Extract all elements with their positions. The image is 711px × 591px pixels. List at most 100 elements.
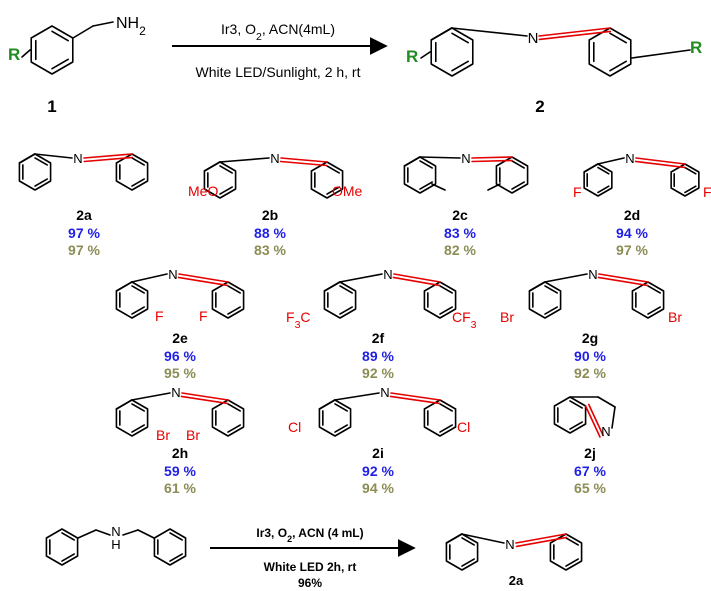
amine-hydrogen: H	[111, 537, 120, 552]
c2d-left-double-bond	[597, 166, 610, 175]
product-imine-nitrogen: N	[528, 30, 539, 47]
c2d-ch2-bond-2	[596, 157, 625, 165]
c2j-ring-bond-3	[611, 406, 616, 429]
bottom-product-right-ring	[549, 533, 583, 571]
imine-nitrogen: N	[461, 151, 470, 166]
compound-2e: N F F 2e 96 % 95 %	[155, 267, 208, 381]
c2j-benzo-ring	[553, 396, 587, 434]
c2e-right-double-bond	[227, 306, 241, 315]
c2f-right-ring	[423, 281, 457, 319]
c2a-right-double-bond	[131, 157, 145, 166]
yield-led: 89 %	[362, 348, 394, 364]
product-r-group-left: R	[406, 47, 418, 66]
compound-id: 2j	[584, 445, 596, 461]
yield-sunlight: 92 %	[574, 365, 606, 381]
compound-2d: N F F 2d 94 % 97 %	[573, 151, 711, 258]
c2f-right-double-bond	[439, 285, 453, 294]
c2h-left-double-bond	[131, 424, 145, 433]
c2b-right-double-bond	[326, 186, 340, 195]
bottom-product-nitrogen: N	[505, 537, 514, 552]
c2b-right-ring	[310, 161, 344, 199]
c2d-imine-bond-2	[634, 160, 686, 169]
c2h-right-ring	[211, 399, 245, 437]
compound-id: 2b	[262, 207, 278, 223]
dibenzylamine-left-double-bond	[61, 532, 75, 541]
product-right-ring	[588, 27, 632, 77]
bottom-product-left-double-bond	[461, 537, 475, 546]
c2a-ch2-bond-2	[33, 153, 73, 159]
bottom-product-left-double-bond	[461, 558, 475, 567]
c2h-imine-bond-2	[180, 395, 229, 405]
compound-id: 2h	[172, 445, 188, 461]
c2d-right-double-bond	[684, 185, 697, 194]
c2i-right-ring	[423, 399, 457, 437]
substituent-left: Br	[156, 427, 170, 443]
c2e-ch2-bond-1	[115, 281, 133, 292]
c2f-right-double-bond	[439, 306, 453, 315]
compound-2i: N Cl Cl 2i 92 % 94 %	[288, 385, 470, 496]
yield-led: 90 %	[574, 348, 606, 364]
c2a-ch2-bond-1	[18, 153, 36, 164]
yield-sunlight: 82 %	[444, 242, 476, 258]
c2c-ch2-bond-2	[418, 156, 461, 159]
c2g-right-double-bond	[647, 306, 661, 315]
imine-nitrogen: N	[171, 385, 180, 400]
yield-sunlight: 95 %	[164, 365, 196, 381]
compound-id: 2a	[76, 207, 92, 223]
c2b-left-double-bond	[219, 186, 233, 195]
c2h-right-double-bond	[227, 403, 241, 412]
c2g-ch2-bond-1	[528, 281, 546, 292]
yield-sunlight: 97 %	[68, 242, 100, 258]
yield-led: 96 %	[164, 348, 196, 364]
product-left-double-bond	[451, 60, 470, 72]
substituent-right: Br	[668, 309, 682, 325]
bottom-conditions-above: Ir3, O2, ACN (4 mL)	[256, 526, 363, 544]
c2f-left-double-bond	[339, 285, 353, 294]
imine-nitrogen: N	[270, 151, 279, 166]
c2g-imine-bond-2	[597, 276, 649, 287]
substituent-left: Cl	[288, 419, 301, 435]
substituent-left: F3C	[286, 309, 311, 331]
product-r-left-bond	[420, 51, 431, 59]
c2c-right-double-bond	[511, 160, 525, 169]
c2g-ch2-bond-2	[543, 273, 588, 283]
dibenzylamine-right-double-bond	[169, 532, 183, 541]
compound-2b: N MeO OMe 2b 88 % 83 %	[188, 151, 363, 258]
compound-2a: N 2a 97 % 97 %	[68, 151, 100, 258]
c2g-right-double-bond	[647, 285, 661, 294]
amine-nitrogen: N	[111, 524, 120, 539]
c2b-ch2-bond-2	[218, 157, 270, 163]
imine-nitrogen: N	[601, 424, 610, 439]
c2d-left-double-bond	[597, 185, 610, 194]
substituent-left: F	[155, 308, 164, 324]
c2h-imine-bond	[181, 392, 229, 401]
c2h-ch2-bond-1	[115, 399, 133, 410]
c2b-imine-bond	[280, 157, 328, 163]
c2c-left-double-bond	[419, 160, 433, 169]
c2c-right-double-bond	[511, 181, 525, 190]
yield-sunlight: 83 %	[254, 242, 286, 258]
c2g-left-double-bond	[544, 285, 558, 294]
c2f-left-double-bond	[339, 306, 353, 315]
substituent-right: OMe	[332, 183, 363, 199]
reactant-r-group: R	[8, 45, 20, 64]
c2a-left-double-bond	[34, 157, 48, 166]
compound-id: 2i	[372, 445, 384, 461]
yield-led: 83 %	[444, 225, 476, 241]
c2b-left-double-bond	[219, 165, 233, 174]
substituent-right: CF3	[452, 309, 477, 331]
c2e-imine-bond	[178, 273, 229, 283]
imine-nitrogen: N	[168, 267, 177, 282]
c2a-right-ring	[115, 153, 149, 191]
reactant-number: 1	[47, 97, 56, 116]
product-left-ring	[430, 27, 474, 77]
c2a-imine-bond-2	[83, 156, 134, 163]
c2j-benzo-double-bond	[569, 421, 583, 430]
c2j-imine-bond	[584, 405, 601, 438]
reactant-r-bond	[21, 49, 31, 58]
bottom-conditions-below: White LED 2h, rt	[264, 560, 357, 574]
c2d-right-ring	[670, 163, 700, 197]
c2f-imine-bond-2	[392, 276, 441, 287]
c2c-methyl-left	[431, 183, 446, 191]
